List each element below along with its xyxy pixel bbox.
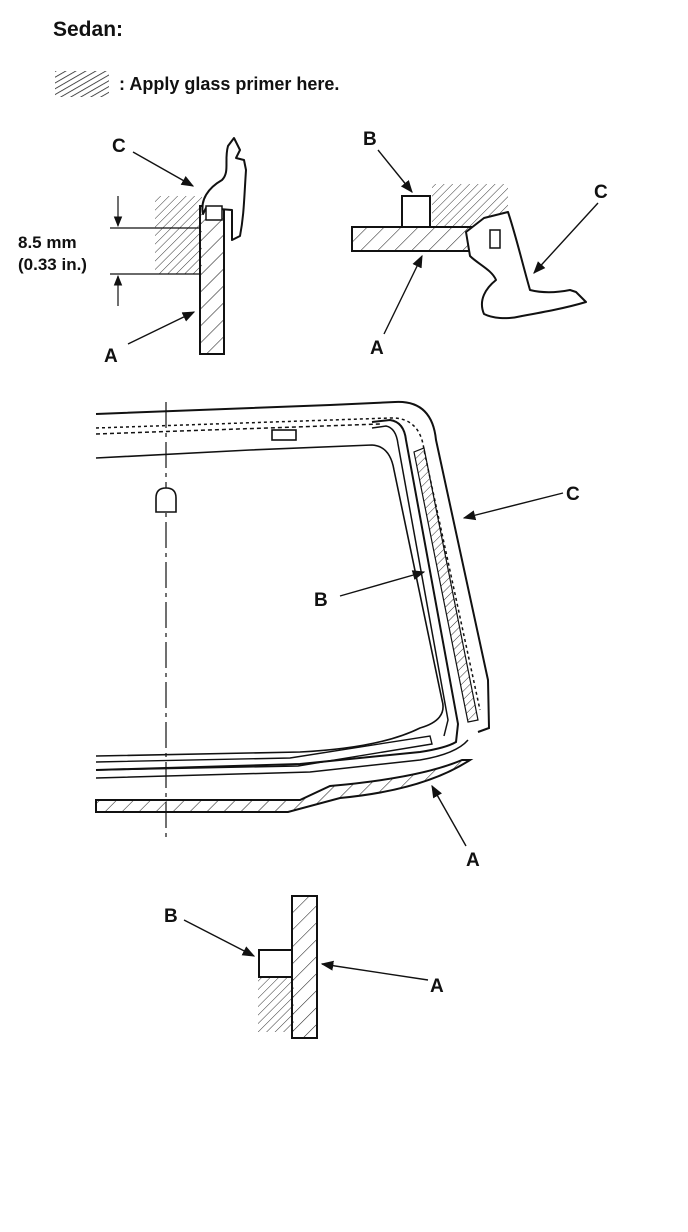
clip: [271, 429, 297, 441]
label-b: B: [363, 129, 377, 150]
label-a: A: [466, 850, 480, 871]
glass-inner-edge: [95, 444, 444, 757]
page-title: Sedan:: [53, 18, 124, 41]
windshield-main-view: [95, 400, 491, 842]
primer-band: [413, 447, 479, 723]
label-b: B: [164, 906, 178, 927]
dam-b: [258, 949, 293, 978]
primer-area: [258, 976, 294, 1032]
label-b: B: [314, 590, 328, 611]
label-a: A: [104, 346, 118, 367]
label-c: C: [566, 484, 580, 505]
molding-c: [95, 400, 491, 733]
label-c: C: [594, 182, 608, 203]
detail-top-left: 8.5 mm (0.33 in.) C A: [18, 136, 247, 367]
stop-clip: [155, 487, 177, 513]
glass-a-edge: [95, 759, 474, 813]
dam-b: [401, 195, 431, 228]
primer-hatch-swatch: [55, 71, 109, 97]
primer-legend-text: : Apply glass primer here.: [119, 73, 340, 94]
label-a: A: [370, 338, 384, 359]
dimension-mm: 8.5 mm: [18, 233, 77, 252]
detail-top-right: B C A: [351, 129, 608, 359]
molding-c: [201, 137, 247, 241]
detail-bottom: B A: [164, 895, 444, 1039]
glass-a: [291, 895, 318, 1039]
dimension-inches: (0.33 in.): [18, 255, 87, 274]
molding-c: [465, 211, 587, 320]
primer-area: [155, 196, 202, 274]
label-c: C: [112, 136, 126, 157]
dam-b: [95, 418, 460, 771]
primer-legend: : Apply glass primer here.: [55, 70, 339, 98]
label-a: A: [430, 976, 444, 997]
glass-a: [199, 205, 225, 355]
